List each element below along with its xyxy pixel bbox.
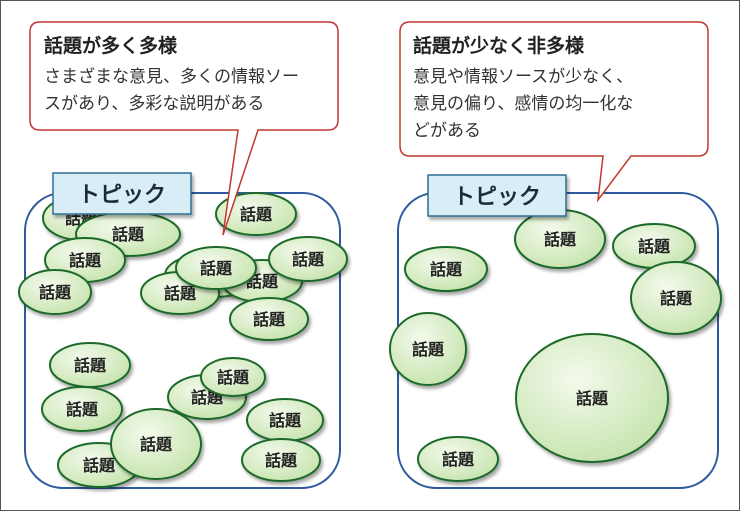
left-topic-bubble-label: 話題 (39, 283, 72, 302)
right-topic-bubble-shape (515, 333, 669, 463)
left-topic-bubble-label: 話題 (240, 205, 273, 224)
left-topic-bubble-label: 話題 (140, 435, 173, 454)
left-topic-bubble: 話題 (18, 269, 92, 315)
left-topic-bubble-shape (229, 297, 309, 341)
left-topic-bubble-label: 話題 (112, 225, 145, 244)
right-topic-bubble-label: 話題 (544, 230, 577, 249)
right-topic-bubble-label: 話題 (660, 289, 693, 308)
left-callout-body-line-2: スがあり、多彩な説明がある (44, 94, 264, 114)
left-topic-bubble-shape (110, 408, 202, 480)
left-topic-bubble-label: 話題 (253, 310, 286, 329)
right-panel: 話題話題話題話題話題話題話題 話題が少なく非多様 意見や情報ソースが少なく、 意… (389, 21, 722, 489)
right-topic-bubble: 話題 (612, 223, 696, 269)
left-topic-bubble-shape (268, 236, 348, 282)
left-topic-bubble-label: 話題 (66, 400, 99, 419)
right-topic-bubble-label: 話題 (430, 260, 463, 279)
right-topic-bubble-shape (404, 246, 488, 292)
left-topic-bubble: 話題 (241, 438, 321, 482)
left-topic-bubble: 話題 (215, 192, 297, 236)
left-topic-bubble: 話題 (229, 297, 309, 341)
right-topic-bubble-label: 話題 (638, 237, 671, 256)
right-bubble-group: 話題話題話題話題話題話題話題 (389, 209, 722, 482)
left-topic-bubble: 話題 (110, 408, 202, 480)
left-topic-bubble-shape (215, 192, 297, 236)
left-topic-bubble-label: 話題 (246, 272, 279, 291)
left-callout-title: 話題が多く多様 (44, 34, 178, 57)
right-callout-body-line-2: 意見の偏り、感情の均一化な (413, 94, 633, 114)
right-topic-bubble: 話題 (514, 209, 606, 269)
left-topic-label-text: トピック (78, 183, 166, 208)
right-callout-body-line-1: 意見や情報ソースが少なく、 (413, 67, 633, 87)
right-topic-bubble: 話題 (404, 246, 488, 292)
left-topic-bubble-label: 話題 (292, 250, 325, 269)
right-topic-bubble-label: 話題 (576, 389, 609, 408)
left-callout-body-line-1: さまざまな意見、多くの情報ソー (44, 66, 299, 87)
left-topic-bubble: 話題 (246, 398, 324, 442)
right-topic-bubble: 話題 (630, 261, 722, 335)
right-topic-label-text: トピック (453, 185, 541, 210)
right-topic-bubble: 話題 (515, 333, 669, 463)
right-topic-bubble-shape (417, 436, 499, 482)
left-topic-bubble-shape (18, 269, 92, 315)
right-topic-bubble-shape (389, 312, 467, 386)
left-topic-bubble: 話題 (41, 386, 123, 432)
right-topic-label: トピック (427, 174, 567, 217)
left-topic-label: トピック (52, 172, 192, 215)
left-topic-bubble: 話題 (175, 246, 257, 290)
left-topic-bubble-label: 話題 (69, 251, 102, 270)
left-topic-bubble-shape (41, 386, 123, 432)
left-topic-bubble: 話題 (200, 357, 266, 397)
left-topic-bubble-label: 話題 (83, 456, 116, 475)
right-callout-title: 話題が少なく非多様 (413, 34, 585, 57)
left-topic-bubble-label: 話題 (74, 356, 107, 375)
right-topic-bubble-label: 話題 (412, 340, 445, 359)
right-topic-bubble: 話題 (417, 436, 499, 482)
left-topic-bubble-shape (200, 357, 266, 397)
left-topic-bubble-label: 話題 (217, 368, 250, 387)
left-topic-bubble: 話題 (49, 342, 131, 388)
right-topic-bubble-shape (630, 261, 722, 335)
left-topic-bubble-label: 話題 (164, 284, 197, 303)
left-callout: 話題が多く多様 さまざまな意見、多くの情報ソー スがあり、多彩な説明がある (29, 21, 339, 236)
right-topic-bubble: 話題 (389, 312, 467, 386)
left-topic-bubble: 話題 (268, 236, 348, 282)
right-callout: 話題が少なく非多様 意見や情報ソースが少なく、 意見の偏り、感情の均一化な どが… (399, 21, 709, 203)
left-topic-bubble-shape (175, 246, 257, 290)
right-topic-bubble-label: 話題 (442, 450, 475, 469)
left-topic-bubble-label: 話題 (269, 411, 302, 430)
left-topic-bubble-label: 話題 (200, 259, 233, 278)
left-topic-bubble-label: 話題 (265, 451, 298, 470)
left-topic-bubble-shape (241, 438, 321, 482)
right-callout-body-line-3: どがある (413, 121, 481, 141)
